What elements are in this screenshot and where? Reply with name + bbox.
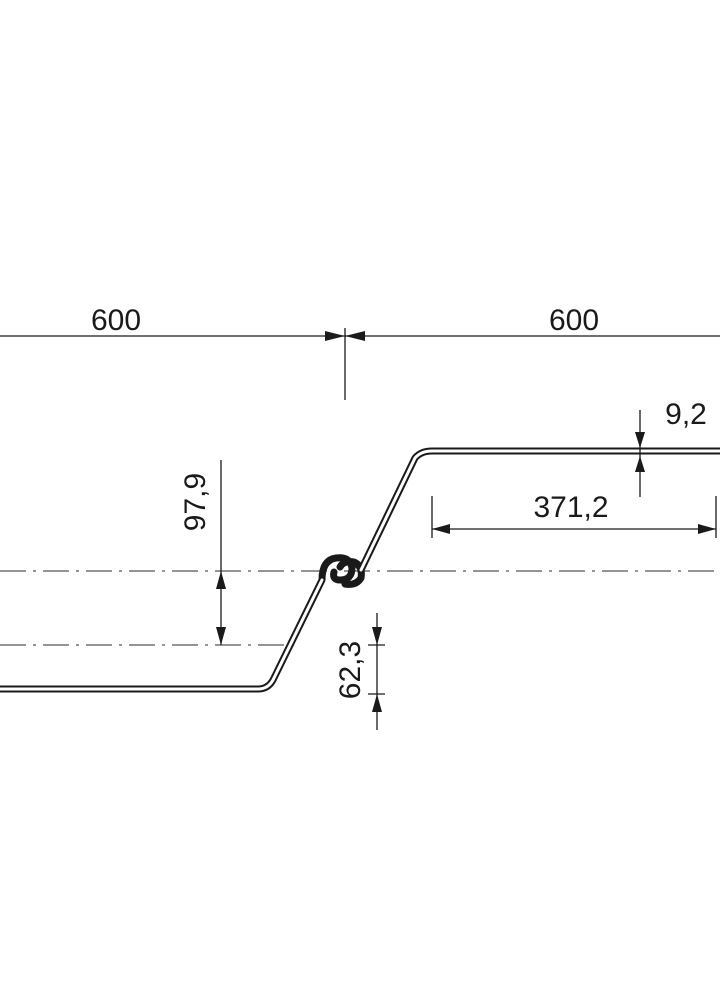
flange-arrow-right bbox=[698, 524, 716, 534]
width-right-label: 600 bbox=[549, 304, 599, 337]
lower-height-arrow-bottom bbox=[372, 694, 382, 712]
width-left-label: 600 bbox=[91, 304, 141, 337]
flange-width-label: 371,2 bbox=[533, 491, 608, 524]
wall-thickness-dimension: 9,2 bbox=[635, 398, 707, 497]
sheet-pile-profile bbox=[0, 447, 720, 693]
height-lower-label: 62,3 bbox=[334, 641, 367, 699]
profile-inner-stroke bbox=[0, 449, 720, 691]
upper-height-dimension: 97,9 bbox=[179, 460, 226, 645]
width-dimensions: 600 600 bbox=[0, 304, 720, 400]
thickness-arrow-top bbox=[635, 432, 645, 448]
lower-height-dimension: 62,3 bbox=[334, 613, 385, 730]
wall-thickness-label: 9,2 bbox=[665, 398, 707, 431]
lower-height-arrow-top bbox=[372, 627, 382, 645]
upper-height-arrow-top bbox=[216, 571, 226, 589]
thickness-arrow-bottom bbox=[635, 456, 645, 472]
width-arrow-left bbox=[325, 331, 345, 341]
flange-arrow-left bbox=[432, 524, 450, 534]
height-upper-label: 97,9 bbox=[179, 473, 212, 531]
upper-height-arrow-bottom bbox=[216, 627, 226, 645]
flange-width-dimension: 371,2 bbox=[431, 491, 717, 538]
width-arrow-right bbox=[345, 331, 365, 341]
